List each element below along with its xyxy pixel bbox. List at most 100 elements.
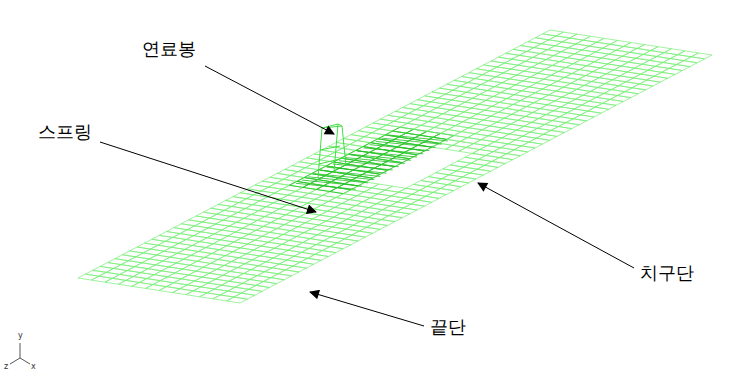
mesh-cell xyxy=(325,227,346,233)
mesh-cell xyxy=(223,216,244,222)
mesh-cell xyxy=(503,124,524,130)
mesh-cell xyxy=(197,257,218,263)
mesh-cell xyxy=(178,249,199,255)
mesh-cell xyxy=(135,263,156,269)
mesh-cell xyxy=(474,85,495,91)
mesh-cell xyxy=(576,40,597,46)
mesh-cell xyxy=(603,44,624,50)
mesh-cell xyxy=(283,175,304,181)
mesh-cell xyxy=(447,80,468,86)
mesh-cell xyxy=(484,61,505,67)
mesh-cell xyxy=(588,52,609,58)
mesh-cell xyxy=(583,91,604,97)
mesh-cell xyxy=(265,268,286,274)
rod-line xyxy=(319,158,344,164)
mesh-cell xyxy=(265,213,286,219)
mesh-cell xyxy=(557,77,578,83)
mesh-cell xyxy=(502,79,523,85)
mesh-cell xyxy=(287,256,308,262)
mesh-cell xyxy=(267,248,288,254)
mesh-cell xyxy=(511,120,532,126)
mesh-cell xyxy=(649,57,670,63)
mesh-cell xyxy=(305,164,326,170)
mesh-cell xyxy=(539,60,560,66)
mesh-cell xyxy=(442,120,463,126)
mesh-cell xyxy=(428,118,449,124)
mesh-cell xyxy=(334,213,355,219)
mesh-cell xyxy=(443,110,464,116)
mesh-cell xyxy=(476,120,497,126)
mesh-cell xyxy=(233,248,254,254)
mesh-cell xyxy=(434,124,455,130)
mesh-cell xyxy=(614,66,635,72)
mesh-cell xyxy=(561,103,582,109)
mesh-cell xyxy=(477,165,498,171)
mesh-cell xyxy=(458,102,479,108)
mesh-cell xyxy=(552,62,573,68)
mesh-cell xyxy=(293,262,314,268)
mesh-cell xyxy=(359,227,380,233)
mesh-cell xyxy=(535,89,556,95)
mesh-cell xyxy=(222,281,243,287)
mesh-cell xyxy=(617,92,638,98)
mesh-cell xyxy=(536,79,557,85)
leader-arrow xyxy=(205,66,334,134)
mesh-cell xyxy=(367,223,388,229)
mesh-cell xyxy=(202,218,223,224)
mesh-cell xyxy=(466,88,487,94)
mesh-cell xyxy=(348,206,369,212)
mesh-cell xyxy=(297,233,318,239)
rod-line xyxy=(322,126,342,128)
mesh-cell xyxy=(454,132,475,138)
mesh-cell xyxy=(570,34,591,40)
mesh-cell xyxy=(588,107,609,113)
mesh-cell xyxy=(482,126,503,132)
mesh-cell xyxy=(299,213,320,219)
mesh-cell xyxy=(575,50,596,56)
mesh-cell xyxy=(583,36,604,42)
mesh-cell xyxy=(128,257,149,263)
mesh-cell xyxy=(509,75,530,81)
leader-arrow xyxy=(310,292,424,326)
mesh-cell xyxy=(358,127,379,133)
mesh-cell xyxy=(543,30,564,36)
mesh-cell xyxy=(300,258,321,264)
mesh-cell xyxy=(432,143,453,149)
mesh-cell xyxy=(545,65,566,71)
mesh-cell xyxy=(449,116,470,122)
mesh-cell xyxy=(238,264,259,270)
mesh-cell xyxy=(433,189,454,195)
mesh-cell xyxy=(207,234,228,240)
mesh-cell xyxy=(577,85,598,91)
mesh-cell xyxy=(254,191,275,197)
mesh-cell xyxy=(289,237,310,243)
mesh-cell xyxy=(251,266,272,272)
mesh-cell xyxy=(374,220,395,226)
mesh-cell xyxy=(589,42,610,48)
mesh-cell xyxy=(433,133,454,139)
mesh-cell xyxy=(597,93,618,99)
mesh-cell xyxy=(320,211,341,217)
mesh-cell xyxy=(457,112,478,118)
mesh-cell xyxy=(414,125,435,131)
mesh-cell xyxy=(654,72,675,78)
mesh-cell xyxy=(598,84,619,90)
mesh-cell xyxy=(246,195,267,201)
mesh-cell xyxy=(206,244,227,250)
mesh-cell xyxy=(620,72,641,78)
mesh-cell xyxy=(566,119,587,125)
mesh-cell xyxy=(224,262,245,268)
mesh-cell xyxy=(181,220,202,226)
mesh-cell xyxy=(486,96,507,102)
mesh-cell xyxy=(389,212,410,218)
mesh-cell xyxy=(427,183,448,189)
mesh-cell xyxy=(499,154,520,160)
mesh-cell xyxy=(599,74,620,80)
mesh-cell xyxy=(353,221,374,227)
mesh-cell xyxy=(484,116,505,122)
mesh-cell xyxy=(541,95,562,101)
mesh-cell xyxy=(122,251,143,257)
mesh-cell xyxy=(613,76,634,82)
mesh-cell xyxy=(319,221,340,227)
